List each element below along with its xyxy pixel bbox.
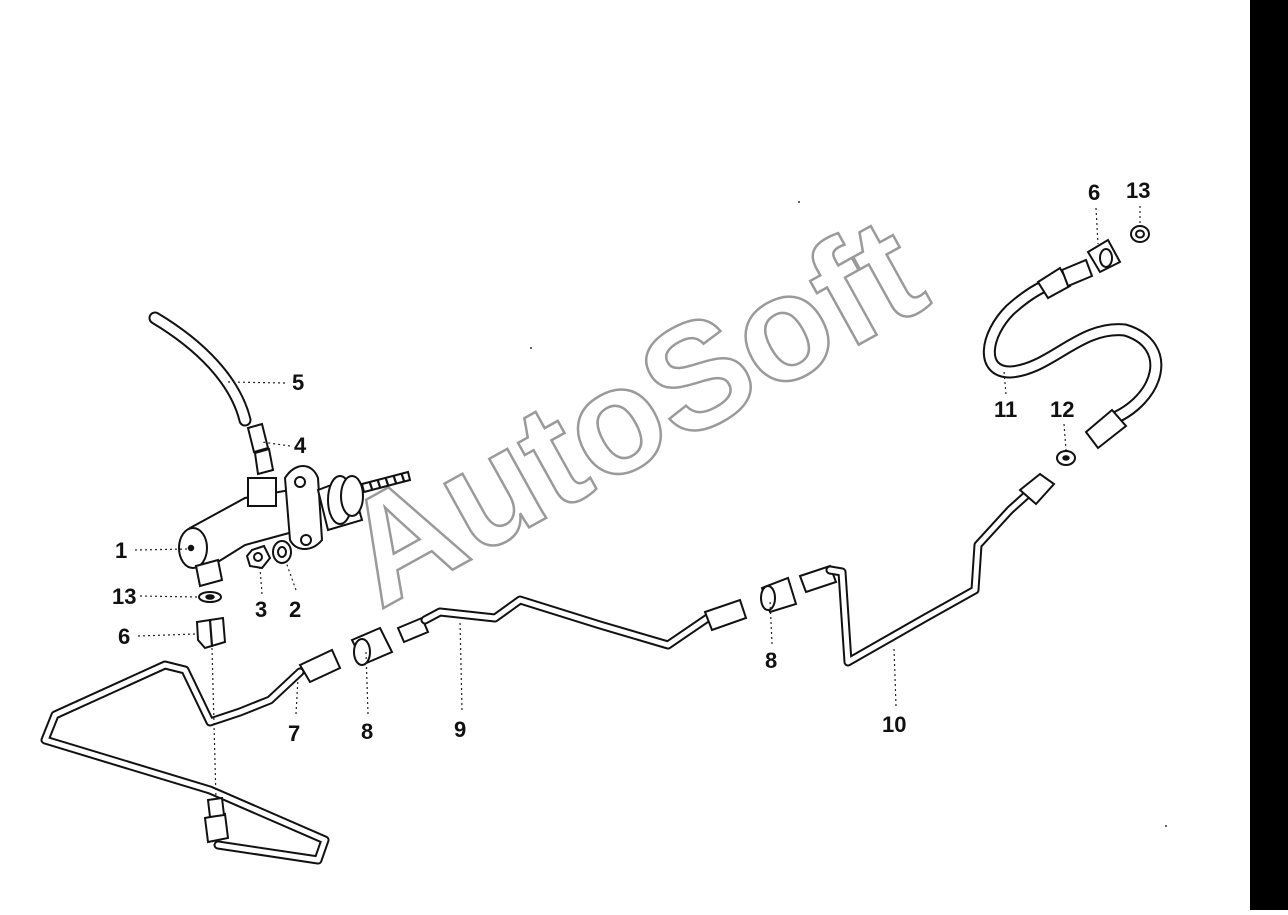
clutch-hose-11 <box>982 258 1163 450</box>
nut-3 <box>245 544 272 570</box>
seal-ring-left <box>198 591 222 603</box>
callout-8-right: 8 <box>765 648 777 673</box>
pipe-connector-left <box>350 616 430 666</box>
hose-nipple <box>246 422 275 476</box>
callout-6-left: 6 <box>118 624 130 649</box>
callout-6-right: 6 <box>1088 180 1100 205</box>
pipe-10 <box>825 472 1056 667</box>
scan-edge <box>1250 0 1288 910</box>
callout-8-left: 8 <box>361 719 373 744</box>
callout-13-right: 13 <box>1126 178 1150 203</box>
seal-ring-right <box>1130 225 1150 243</box>
callout-1: 1 <box>115 538 127 563</box>
union-nut-left <box>195 616 227 650</box>
washer-2 <box>272 540 292 564</box>
callout-3: 3 <box>255 597 267 622</box>
watermark: AutoSoft <box>314 184 949 638</box>
union-nut-right <box>1086 238 1122 274</box>
reservoir-hose <box>148 311 252 427</box>
speck <box>530 347 532 349</box>
callout-4: 4 <box>294 433 307 458</box>
leader-lines <box>134 206 1141 801</box>
callouts: 1 2 3 4 5 6 6 7 8 8 9 10 11 12 13 13 <box>112 178 1150 746</box>
callout-10: 10 <box>882 712 906 737</box>
callout-2: 2 <box>289 597 301 622</box>
callout-5: 5 <box>292 370 304 395</box>
speck <box>798 201 800 203</box>
callout-9: 9 <box>454 717 466 742</box>
seal-ring-12 <box>1056 450 1076 466</box>
callout-12: 12 <box>1050 397 1074 422</box>
speck <box>1165 825 1167 827</box>
pipe-7 <box>40 648 342 865</box>
pipe-connector-right <box>760 564 838 614</box>
callout-11: 11 <box>994 397 1017 422</box>
pipe-9 <box>420 595 748 650</box>
callout-7: 7 <box>288 721 300 746</box>
callout-13-left: 13 <box>112 584 136 609</box>
clutch-master-cylinder <box>178 465 412 588</box>
